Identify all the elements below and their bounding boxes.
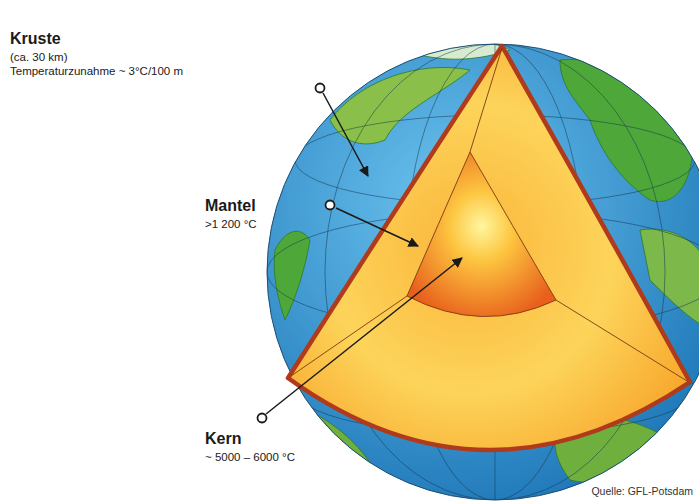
crust-mantle-wedge <box>288 46 690 450</box>
core <box>407 152 556 317</box>
leader-lines <box>266 93 462 414</box>
leader-dots <box>258 84 335 423</box>
globe <box>267 44 699 500</box>
temperature-gradient: Temperaturzunahme ~ 3°C/100 m <box>10 65 183 78</box>
source-note: Quelle: GFL-Potsdam <box>589 485 695 497</box>
layer-name: Kruste <box>10 30 61 48</box>
continents <box>274 38 699 483</box>
layer-name: Kern <box>205 430 241 448</box>
layer-thickness: (ca. 30 km) <box>10 51 68 64</box>
grid-lines <box>267 44 699 500</box>
layer-temperature: ~ 5000 – 6000 °C <box>205 451 295 464</box>
section-lines <box>291 48 687 381</box>
layer-name: Mantel <box>205 197 256 215</box>
layer-temperature: >1 200 °C <box>205 218 257 231</box>
